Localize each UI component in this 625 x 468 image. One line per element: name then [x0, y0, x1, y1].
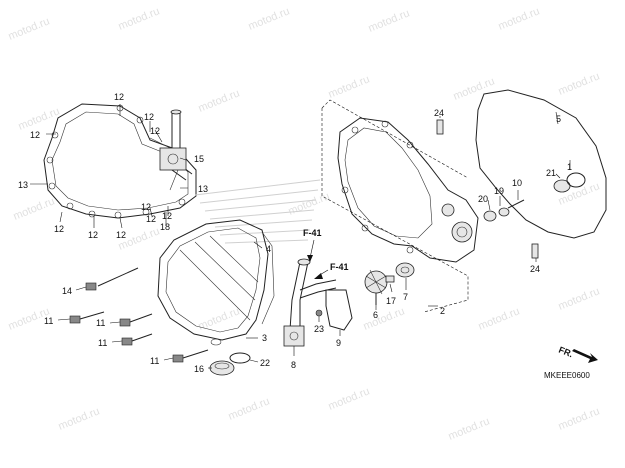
callout-13: 13	[18, 180, 28, 190]
callout-19: 19	[494, 186, 504, 196]
callout-5: 5	[556, 114, 561, 124]
callouts-extra: 8 9 7 19 10	[291, 178, 522, 370]
callout-12: 12	[54, 224, 64, 234]
reference-tag: F-41	[303, 228, 322, 238]
callout-12: 12	[144, 112, 154, 122]
callout-11: 11	[150, 356, 159, 366]
front-direction-indicator: FR.	[557, 345, 598, 363]
assembly-bracket-2	[321, 99, 469, 313]
callout-11: 11	[44, 316, 53, 326]
callout-11: 11	[98, 338, 107, 348]
callout-16: 16	[194, 364, 204, 374]
watermark: motod.ru	[452, 75, 497, 102]
callout-12: 12	[141, 202, 151, 212]
callout-4: 4	[266, 244, 271, 254]
callout-18: 18	[160, 222, 170, 232]
callout-24: 24	[530, 264, 540, 274]
callout-13: 13	[198, 184, 208, 194]
watermark: motod.ru	[247, 5, 292, 32]
callout-11: 11	[96, 318, 105, 328]
right-crankcase-cover	[337, 117, 479, 263]
watermark: motod.ru	[362, 305, 407, 332]
ref-arrow-icon	[314, 273, 323, 279]
callout-17: 17	[386, 296, 396, 306]
callout-6: 6	[373, 310, 378, 320]
callout-12: 12	[162, 211, 172, 221]
callout-20: 20	[478, 194, 488, 204]
callout-12: 12	[146, 214, 156, 224]
water-pipe-elbow	[283, 258, 353, 347]
front-arrow-icon	[572, 349, 598, 363]
ref-arrow-icon	[307, 255, 313, 262]
callout-15: 15	[194, 154, 204, 164]
callouts: 12 12 12 12 15 13 13 12 12 12 12 12 18 1…	[18, 92, 572, 374]
dowel-pins-and-seals	[436, 119, 539, 259]
drain-cap-and-oring	[209, 338, 251, 376]
callout-21: 21	[546, 168, 556, 178]
water-pipe-top	[159, 109, 193, 181]
watermark: motod.ru	[7, 15, 52, 42]
watermark: motod.ru	[327, 385, 372, 412]
callout-10: 10	[512, 178, 522, 188]
wing-decal-stripes	[194, 179, 321, 244]
watermark: motod.ru	[497, 5, 542, 32]
clutch-cover-gasket	[43, 103, 197, 219]
callout-7: 7	[403, 292, 408, 302]
callout-22: 22	[260, 358, 270, 368]
water-pump-outer-cover	[157, 219, 275, 341]
crankcase-cover-gasket	[475, 89, 607, 239]
watermark: motod.ru	[117, 5, 162, 32]
watermark: motod.ru	[287, 190, 332, 217]
callout-24: 24	[434, 108, 444, 118]
callout-9: 9	[336, 338, 341, 348]
watermark-layer: motod.ru motod.ru motod.ru motod.ru moto…	[7, 5, 602, 442]
callout-12: 12	[30, 130, 40, 140]
callout-3: 3	[262, 333, 267, 343]
callout-12: 12	[88, 230, 98, 240]
callout-1: 1	[567, 162, 572, 172]
callout-12: 12	[116, 230, 126, 240]
watermark: motod.ru	[227, 395, 272, 422]
watermark: motod.ru	[367, 7, 412, 34]
reference-tag: F-41	[330, 262, 349, 272]
impeller-and-seals	[364, 262, 415, 305]
callout-12: 12	[114, 92, 124, 102]
callout-8: 8	[291, 360, 296, 370]
watermark: motod.ru	[557, 285, 602, 312]
callout-12: 12	[150, 126, 160, 136]
watermark: motod.ru	[447, 415, 492, 442]
reference-tags: F-41 F-41	[303, 228, 349, 279]
watermark: motod.ru	[12, 195, 57, 222]
bolts-11-14	[69, 267, 209, 363]
callout-23: 23	[314, 324, 324, 334]
watermark: motod.ru	[197, 87, 242, 114]
watermark: motod.ru	[57, 405, 102, 432]
front-label: FR.	[557, 345, 574, 360]
watermark: motod.ru	[327, 73, 372, 100]
callout-2: 2	[440, 306, 445, 316]
watermark: motod.ru	[557, 70, 602, 97]
callout-14: 14	[62, 286, 72, 296]
diagram-code: MKEEE0600	[544, 371, 590, 380]
watermark: motod.ru	[477, 305, 522, 332]
watermark: motod.ru	[557, 405, 602, 432]
